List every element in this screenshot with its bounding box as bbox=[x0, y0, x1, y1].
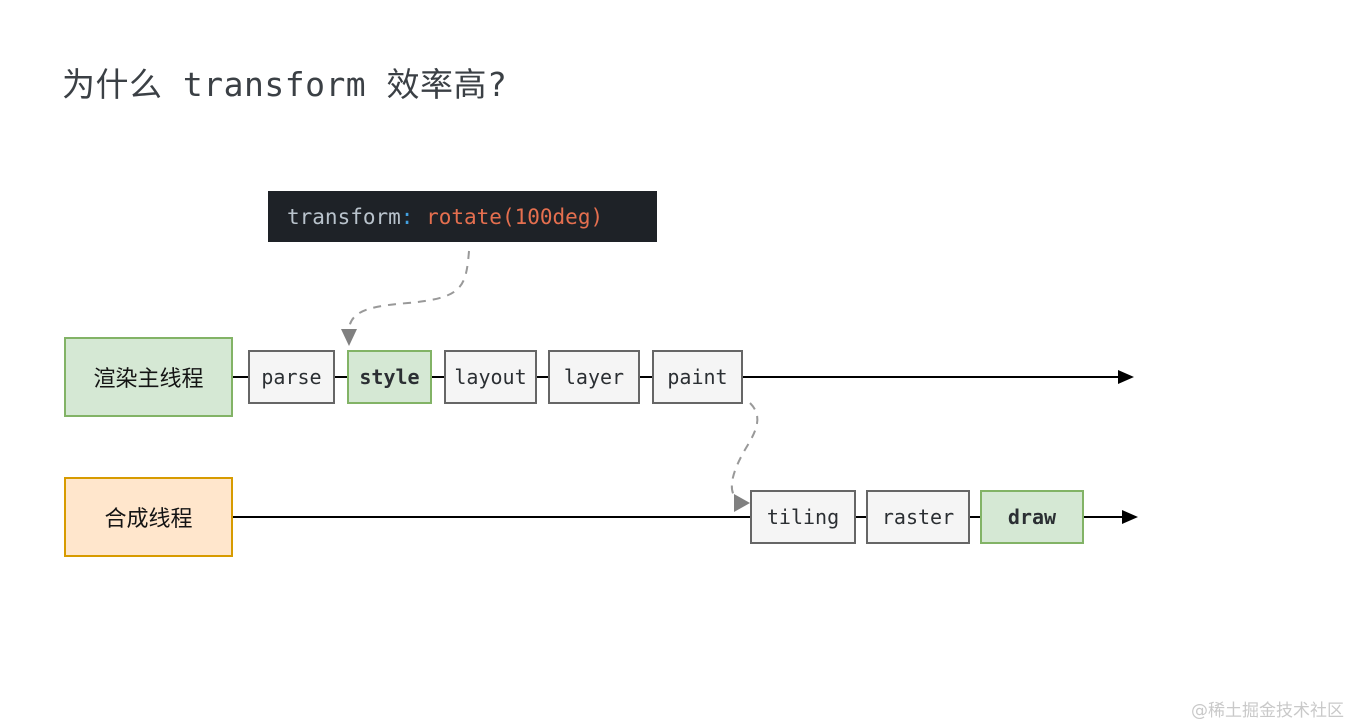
stage-layer: layer bbox=[548, 350, 640, 404]
stage-draw-label: draw bbox=[1007, 505, 1057, 529]
code-to-style-connector bbox=[348, 250, 470, 329]
stage-draw-highlighted: draw bbox=[980, 490, 1084, 544]
main-thread-box: 渲染主线程 bbox=[64, 337, 233, 417]
stage-layout-label: layout bbox=[454, 365, 527, 389]
page-title: 为什么 transform 效率高? bbox=[62, 65, 508, 104]
stage-paint-label: paint bbox=[667, 365, 728, 389]
stage-raster: raster bbox=[866, 490, 970, 544]
stage-raster-label: raster bbox=[881, 505, 955, 529]
code-colon: : bbox=[400, 204, 414, 229]
stage-tiling: tiling bbox=[750, 490, 856, 544]
stage-style-label: style bbox=[359, 365, 420, 389]
compositor-thread-box: 合成线程 bbox=[64, 477, 233, 557]
paint-to-tiling-arrowhead-icon bbox=[734, 494, 750, 512]
code-value: rotate(100deg) bbox=[413, 204, 604, 229]
watermark: @稀土掘金技术社区 bbox=[1191, 701, 1344, 721]
code-to-style-arrowhead-icon bbox=[341, 329, 357, 346]
stage-layout: layout bbox=[444, 350, 537, 404]
stage-parse: parse bbox=[248, 350, 335, 404]
main-thread-arrowhead-icon bbox=[1118, 370, 1134, 384]
stage-parse-label: parse bbox=[261, 365, 322, 389]
stage-paint: paint bbox=[652, 350, 743, 404]
stage-layer-label: layer bbox=[563, 365, 625, 389]
compositor-thread-arrowhead-icon bbox=[1122, 510, 1138, 524]
stage-style-highlighted: style bbox=[347, 350, 432, 404]
code-property: transform bbox=[287, 204, 401, 229]
compositor-thread-label: 合成线程 bbox=[104, 507, 193, 532]
paint-to-tiling-connector bbox=[730, 402, 759, 501]
stage-tiling-label: tiling bbox=[766, 505, 840, 529]
main-thread-label: 渲染主线程 bbox=[93, 367, 204, 392]
css-code-block: transform: rotate(100deg) bbox=[268, 191, 657, 242]
